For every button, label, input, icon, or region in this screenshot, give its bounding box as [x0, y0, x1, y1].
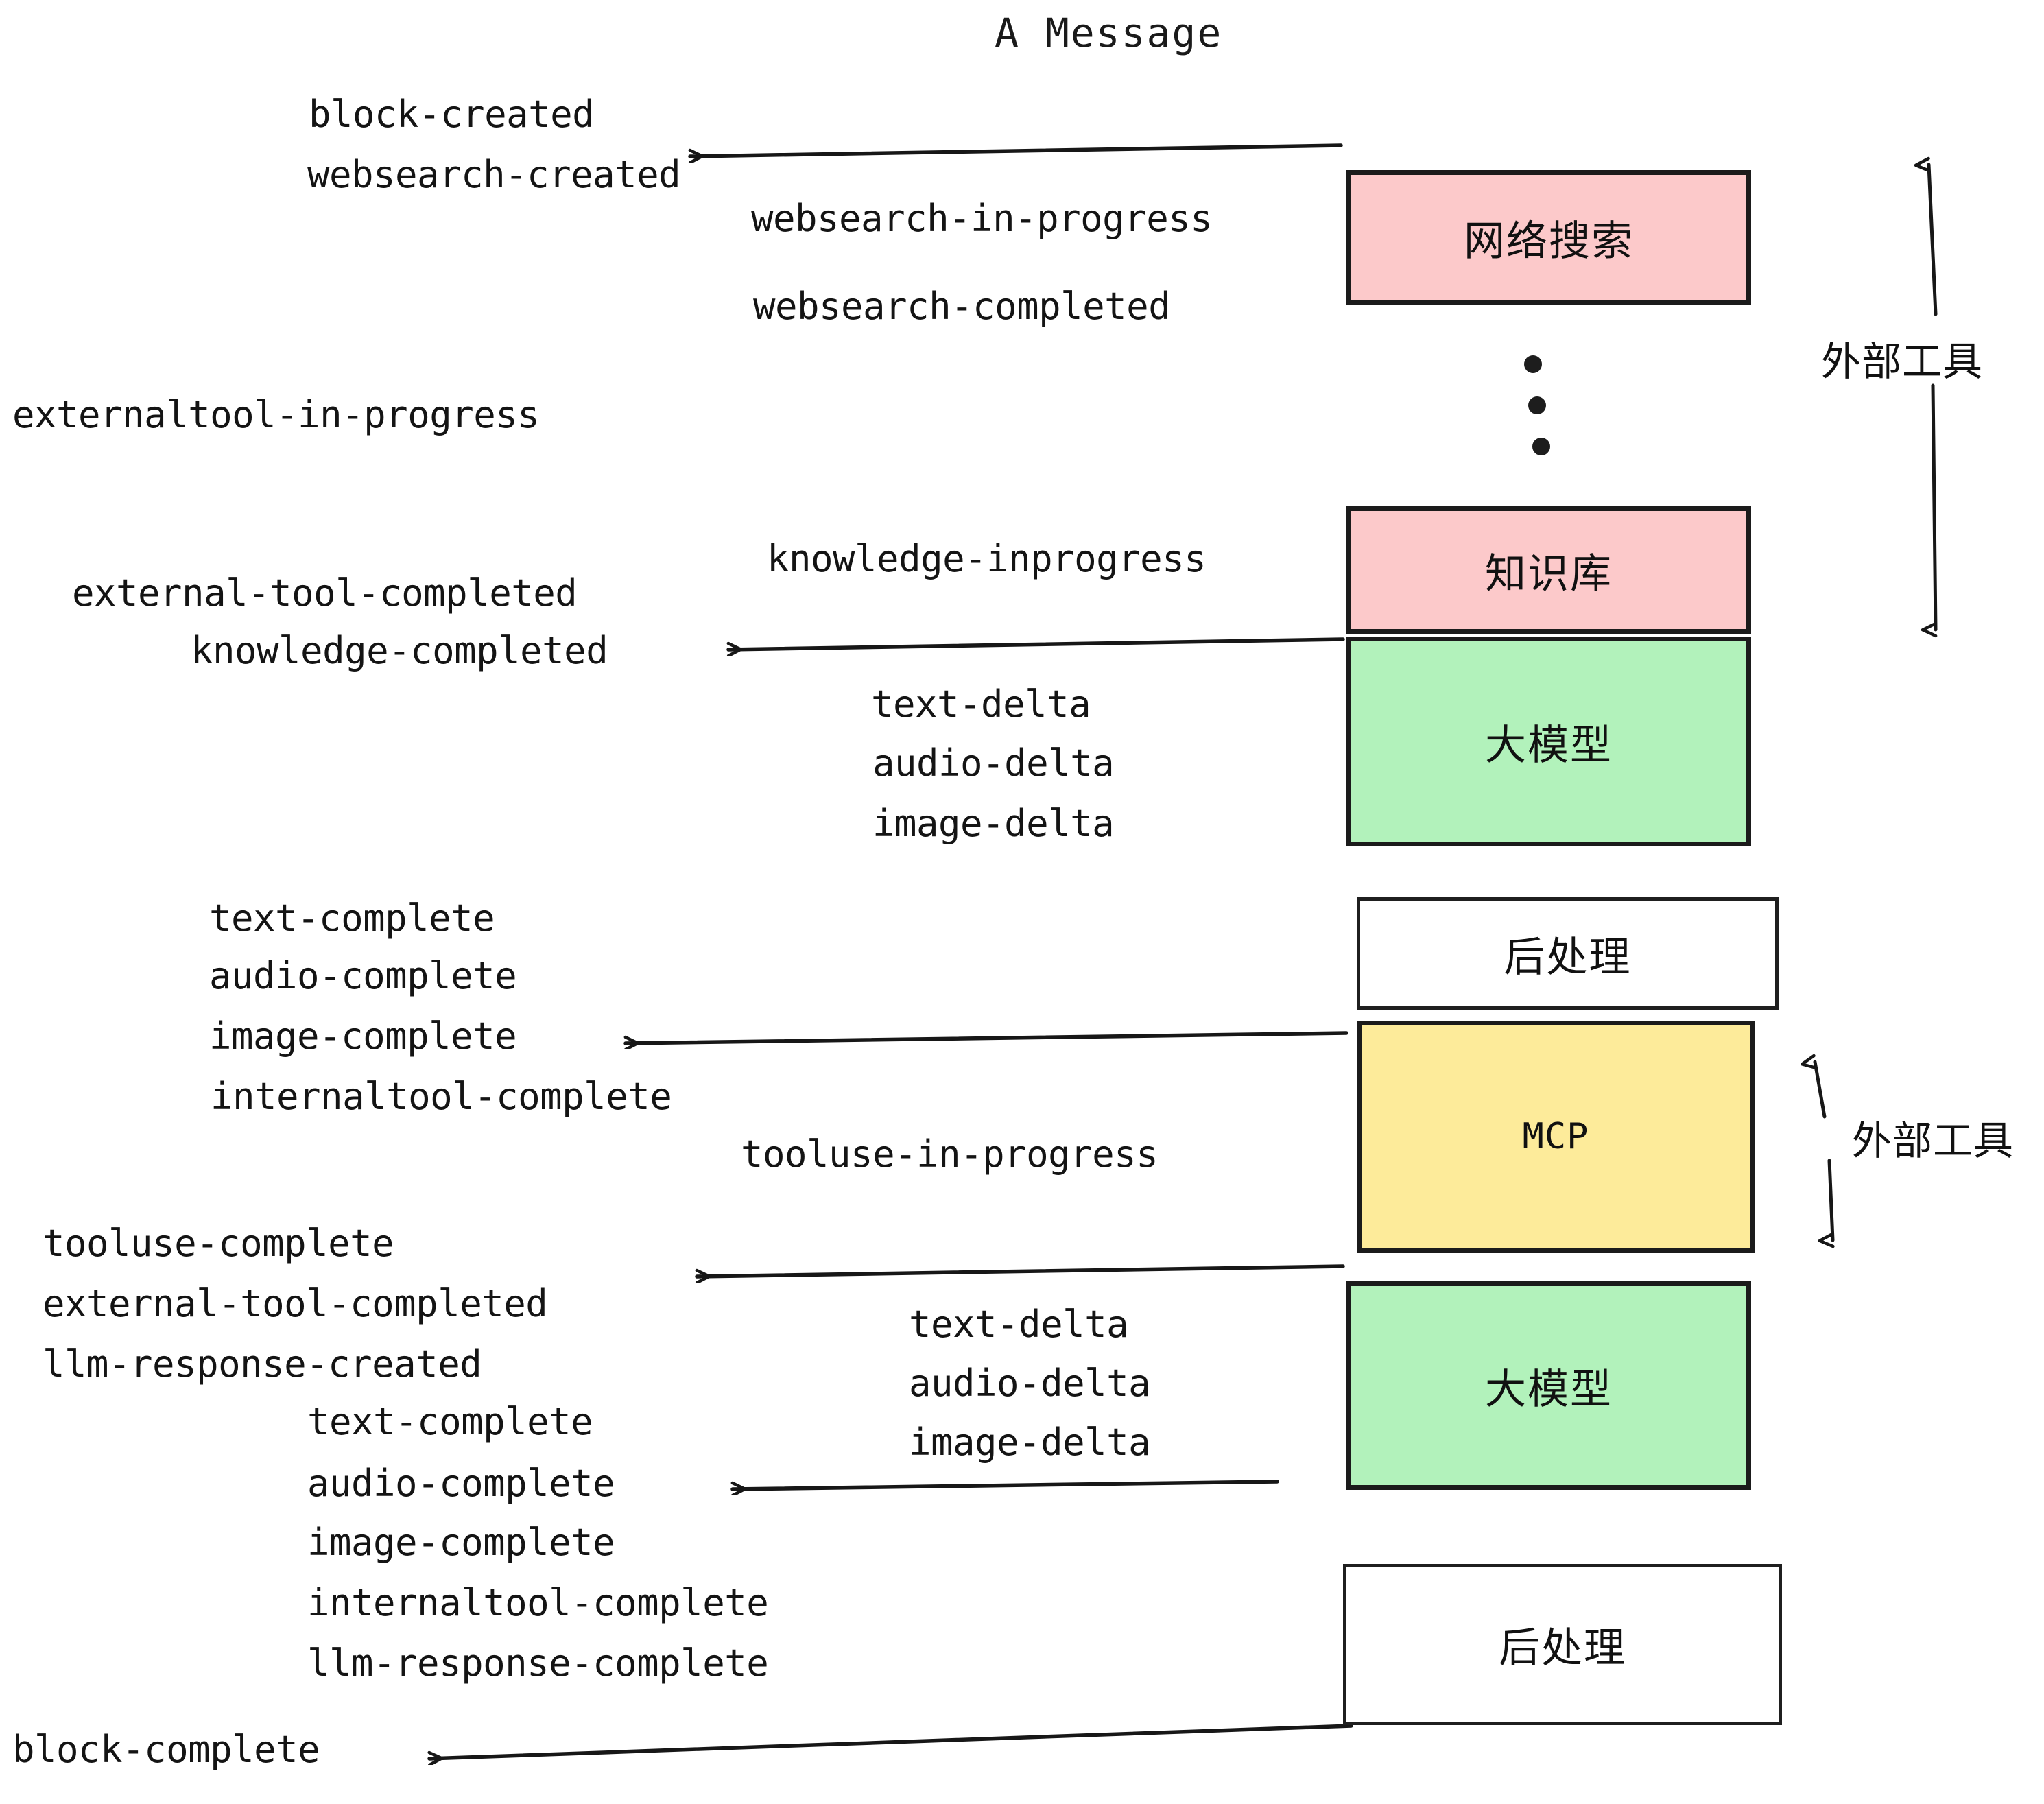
arrow-audio-complete — [730, 1480, 1279, 1489]
flow-arrows — [427, 143, 1353, 1759]
event-knowledge-completed: knowledge-completed — [191, 629, 608, 672]
arrow-block-complete — [427, 1724, 1353, 1759]
external-tools-bottom-down-arrow — [1829, 1159, 1833, 1240]
event-image-delta-2: image-delta — [909, 1421, 1151, 1464]
ellipsis-dot — [1528, 396, 1546, 414]
node-postprocess-second[interactable]: 后处理 — [1343, 1564, 1782, 1725]
event-text-delta-2: text-delta — [909, 1303, 1129, 1346]
ellipsis-dot — [1524, 355, 1542, 373]
side-label-external-tools-top: 外部工具 — [1821, 338, 1984, 385]
node-llm-second-label: 大模型 — [1485, 1365, 1613, 1414]
event-internaltool-complete-1: internaltool-complete — [211, 1075, 672, 1118]
node-websearch-label: 网络搜索 — [1464, 217, 1634, 265]
event-text-delta-1: text-delta — [871, 683, 1091, 726]
event-tooluse-complete: tooluse-complete — [43, 1222, 394, 1265]
node-knowledge-label: 知识库 — [1485, 549, 1613, 598]
arrow-knowledge-completed — [726, 637, 1345, 650]
node-mcp[interactable]: MCP — [1357, 1021, 1755, 1253]
arrow-image-complete — [623, 1031, 1348, 1043]
event-external-tool-completed-2: external-tool-completed — [43, 1282, 548, 1325]
node-llm-first-label: 大模型 — [1485, 721, 1613, 770]
event-knowledge-inprogress: knowledge-inprogress — [767, 537, 1207, 580]
node-llm-second[interactable]: 大模型 — [1346, 1281, 1751, 1490]
event-llm-response-complete: llm-response-complete — [307, 1641, 769, 1685]
event-audio-complete-2: audio-complete — [307, 1462, 615, 1505]
event-text-complete-1: text-complete — [209, 897, 495, 940]
event-audio-delta-2: audio-delta — [909, 1362, 1151, 1405]
node-postprocess-second-label: 后处理 — [1499, 1624, 1626, 1672]
event-websearch-in-progress: websearch-in-progress — [751, 197, 1213, 240]
arrow-block-created — [688, 143, 1343, 156]
node-postprocess-first[interactable]: 后处理 — [1357, 897, 1779, 1010]
event-image-complete-1: image-complete — [209, 1014, 517, 1058]
event-llm-response-created: llm-response-created — [43, 1342, 482, 1386]
event-audio-complete-1: audio-complete — [209, 954, 517, 997]
event-websearch-created: websearch-created — [307, 153, 681, 196]
external-tools-top-down-arrow — [1933, 383, 1938, 630]
event-image-complete-2: image-complete — [307, 1521, 615, 1564]
node-llm-first[interactable]: 大模型 — [1346, 637, 1751, 846]
external-tools-bottom-up-arrow — [1815, 1062, 1827, 1119]
group-bracket-arrows — [1815, 165, 1938, 1240]
event-external-tool-completed-1: external-tool-completed — [72, 571, 578, 615]
event-block-complete: block-complete — [12, 1728, 320, 1771]
node-knowledge[interactable]: 知识库 — [1346, 506, 1751, 634]
arrow-tooluse-complete — [695, 1264, 1345, 1277]
side-label-external-tools-bottom: 外部工具 — [1852, 1117, 2015, 1164]
node-mcp-label: MCP — [1522, 1116, 1589, 1157]
event-externaltool-in-progress: externaltool-in-progress — [12, 393, 540, 436]
event-block-created: block-created — [309, 93, 595, 136]
event-image-delta-1: image-delta — [872, 802, 1115, 845]
node-postprocess-first-label: 后处理 — [1504, 933, 1632, 982]
event-internaltool-complete-2: internaltool-complete — [307, 1581, 769, 1624]
event-text-complete-2: text-complete — [307, 1400, 593, 1443]
event-audio-delta-1: audio-delta — [872, 741, 1115, 785]
event-websearch-completed: websearch-completed — [753, 285, 1171, 328]
node-websearch[interactable]: 网络搜索 — [1346, 170, 1751, 305]
diagram-title: A Message — [995, 10, 1223, 56]
ellipsis-dot — [1532, 438, 1550, 455]
external-tools-top-up-arrow — [1929, 165, 1938, 316]
event-tooluse-in-progress: tooluse-in-progress — [741, 1132, 1158, 1176]
